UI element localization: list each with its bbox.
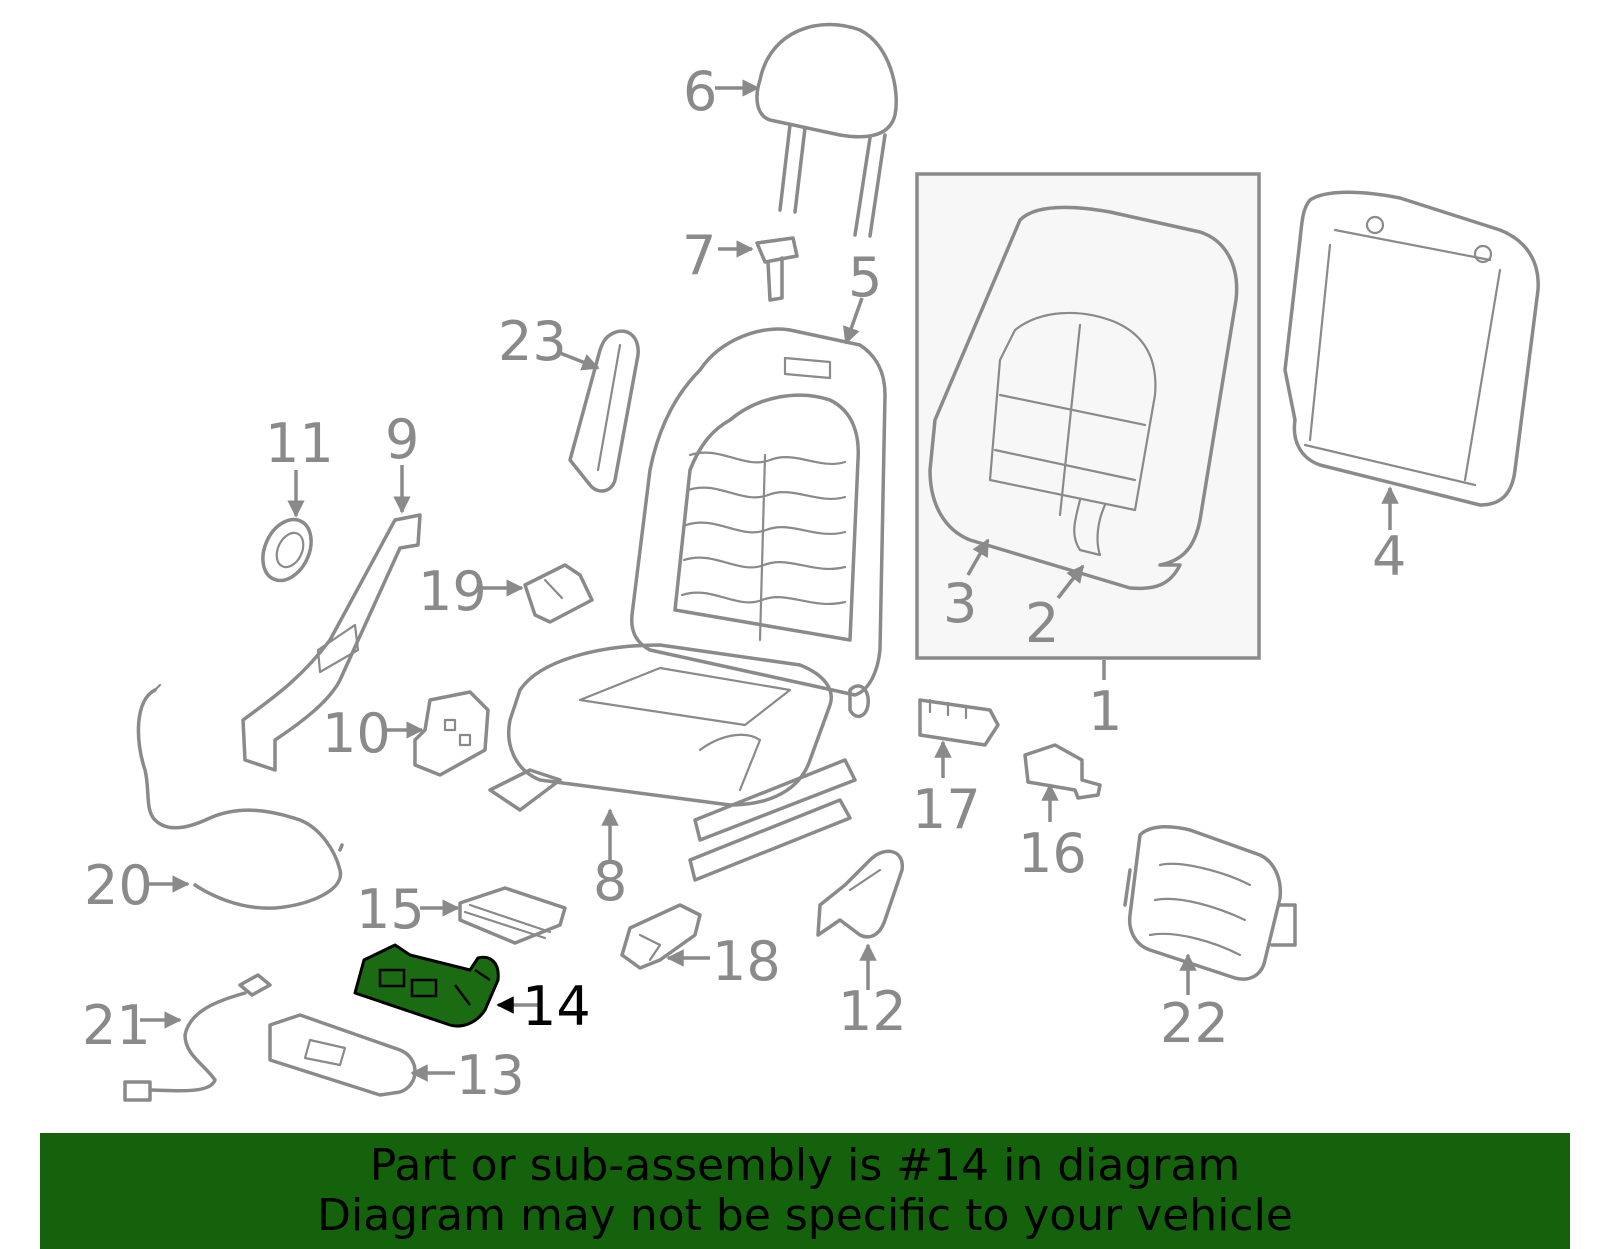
callout-4: 4 [1372, 525, 1406, 588]
callout-22: 22 [1160, 992, 1229, 1055]
pocket-panel-22-part[interactable] [1123, 824, 1297, 981]
callout-1: 1 [1088, 680, 1122, 743]
callout-23: 23 [498, 310, 567, 373]
bracket-19-part[interactable] [523, 563, 594, 624]
headrest-part[interactable] [755, 22, 898, 238]
headrest-guide-part[interactable] [755, 236, 799, 302]
seat-cover-13-part[interactable] [268, 1013, 417, 1097]
leader-lines [140, 79, 1399, 1082]
callout-8: 8 [593, 850, 627, 913]
callout-18: 18 [712, 930, 781, 993]
callout-9: 9 [385, 408, 419, 471]
bracket-16-part[interactable] [1023, 743, 1102, 800]
callout-19: 19 [418, 560, 487, 623]
wiring-harness-20-part[interactable] [136, 683, 344, 910]
callout-14: 14 [522, 975, 591, 1038]
side-shield-part[interactable] [241, 513, 422, 772]
banner-line-2: Diagram may not be specific to your vehi… [317, 1190, 1293, 1241]
callout-15: 15 [356, 878, 425, 941]
wiring-harness-21-part[interactable] [123, 973, 272, 1102]
callout-3: 3 [943, 572, 977, 635]
seat-frame-part[interactable] [488, 327, 887, 882]
callout-17: 17 [912, 778, 981, 841]
bracket-17-part[interactable] [918, 698, 1000, 747]
callout-13: 13 [456, 1044, 525, 1107]
info-banner: Part or sub-assembly is #14 in diagram D… [40, 1133, 1570, 1249]
bracket-18-part[interactable] [620, 903, 702, 970]
callout-6: 6 [683, 60, 717, 123]
callout-12: 12 [838, 980, 907, 1043]
highlighted-part-14[interactable] [353, 943, 500, 1028]
callout-21: 21 [82, 994, 151, 1057]
speaker-part[interactable] [254, 512, 321, 589]
callout-20: 20 [84, 854, 153, 917]
trim-12-part[interactable] [816, 849, 904, 939]
callout-10: 10 [322, 702, 391, 765]
callout-labels: 6 7 5 23 11 9 19 10 20 15 14 21 13 8 18 … [82, 60, 1406, 1107]
side-trim-part[interactable] [568, 329, 640, 493]
back-cushion-assembly-box[interactable] [915, 172, 1261, 660]
callout-5: 5 [848, 246, 882, 309]
callout-16: 16 [1018, 822, 1087, 885]
seat-back-panel-part[interactable] [1283, 190, 1540, 507]
banner-line-1: Part or sub-assembly is #14 in diagram [369, 1140, 1241, 1191]
callout-7: 7 [682, 224, 716, 287]
callout-11: 11 [265, 412, 334, 475]
callout-2: 2 [1025, 592, 1059, 655]
control-module-part[interactable] [413, 690, 490, 777]
filter-15-part[interactable] [458, 886, 567, 945]
